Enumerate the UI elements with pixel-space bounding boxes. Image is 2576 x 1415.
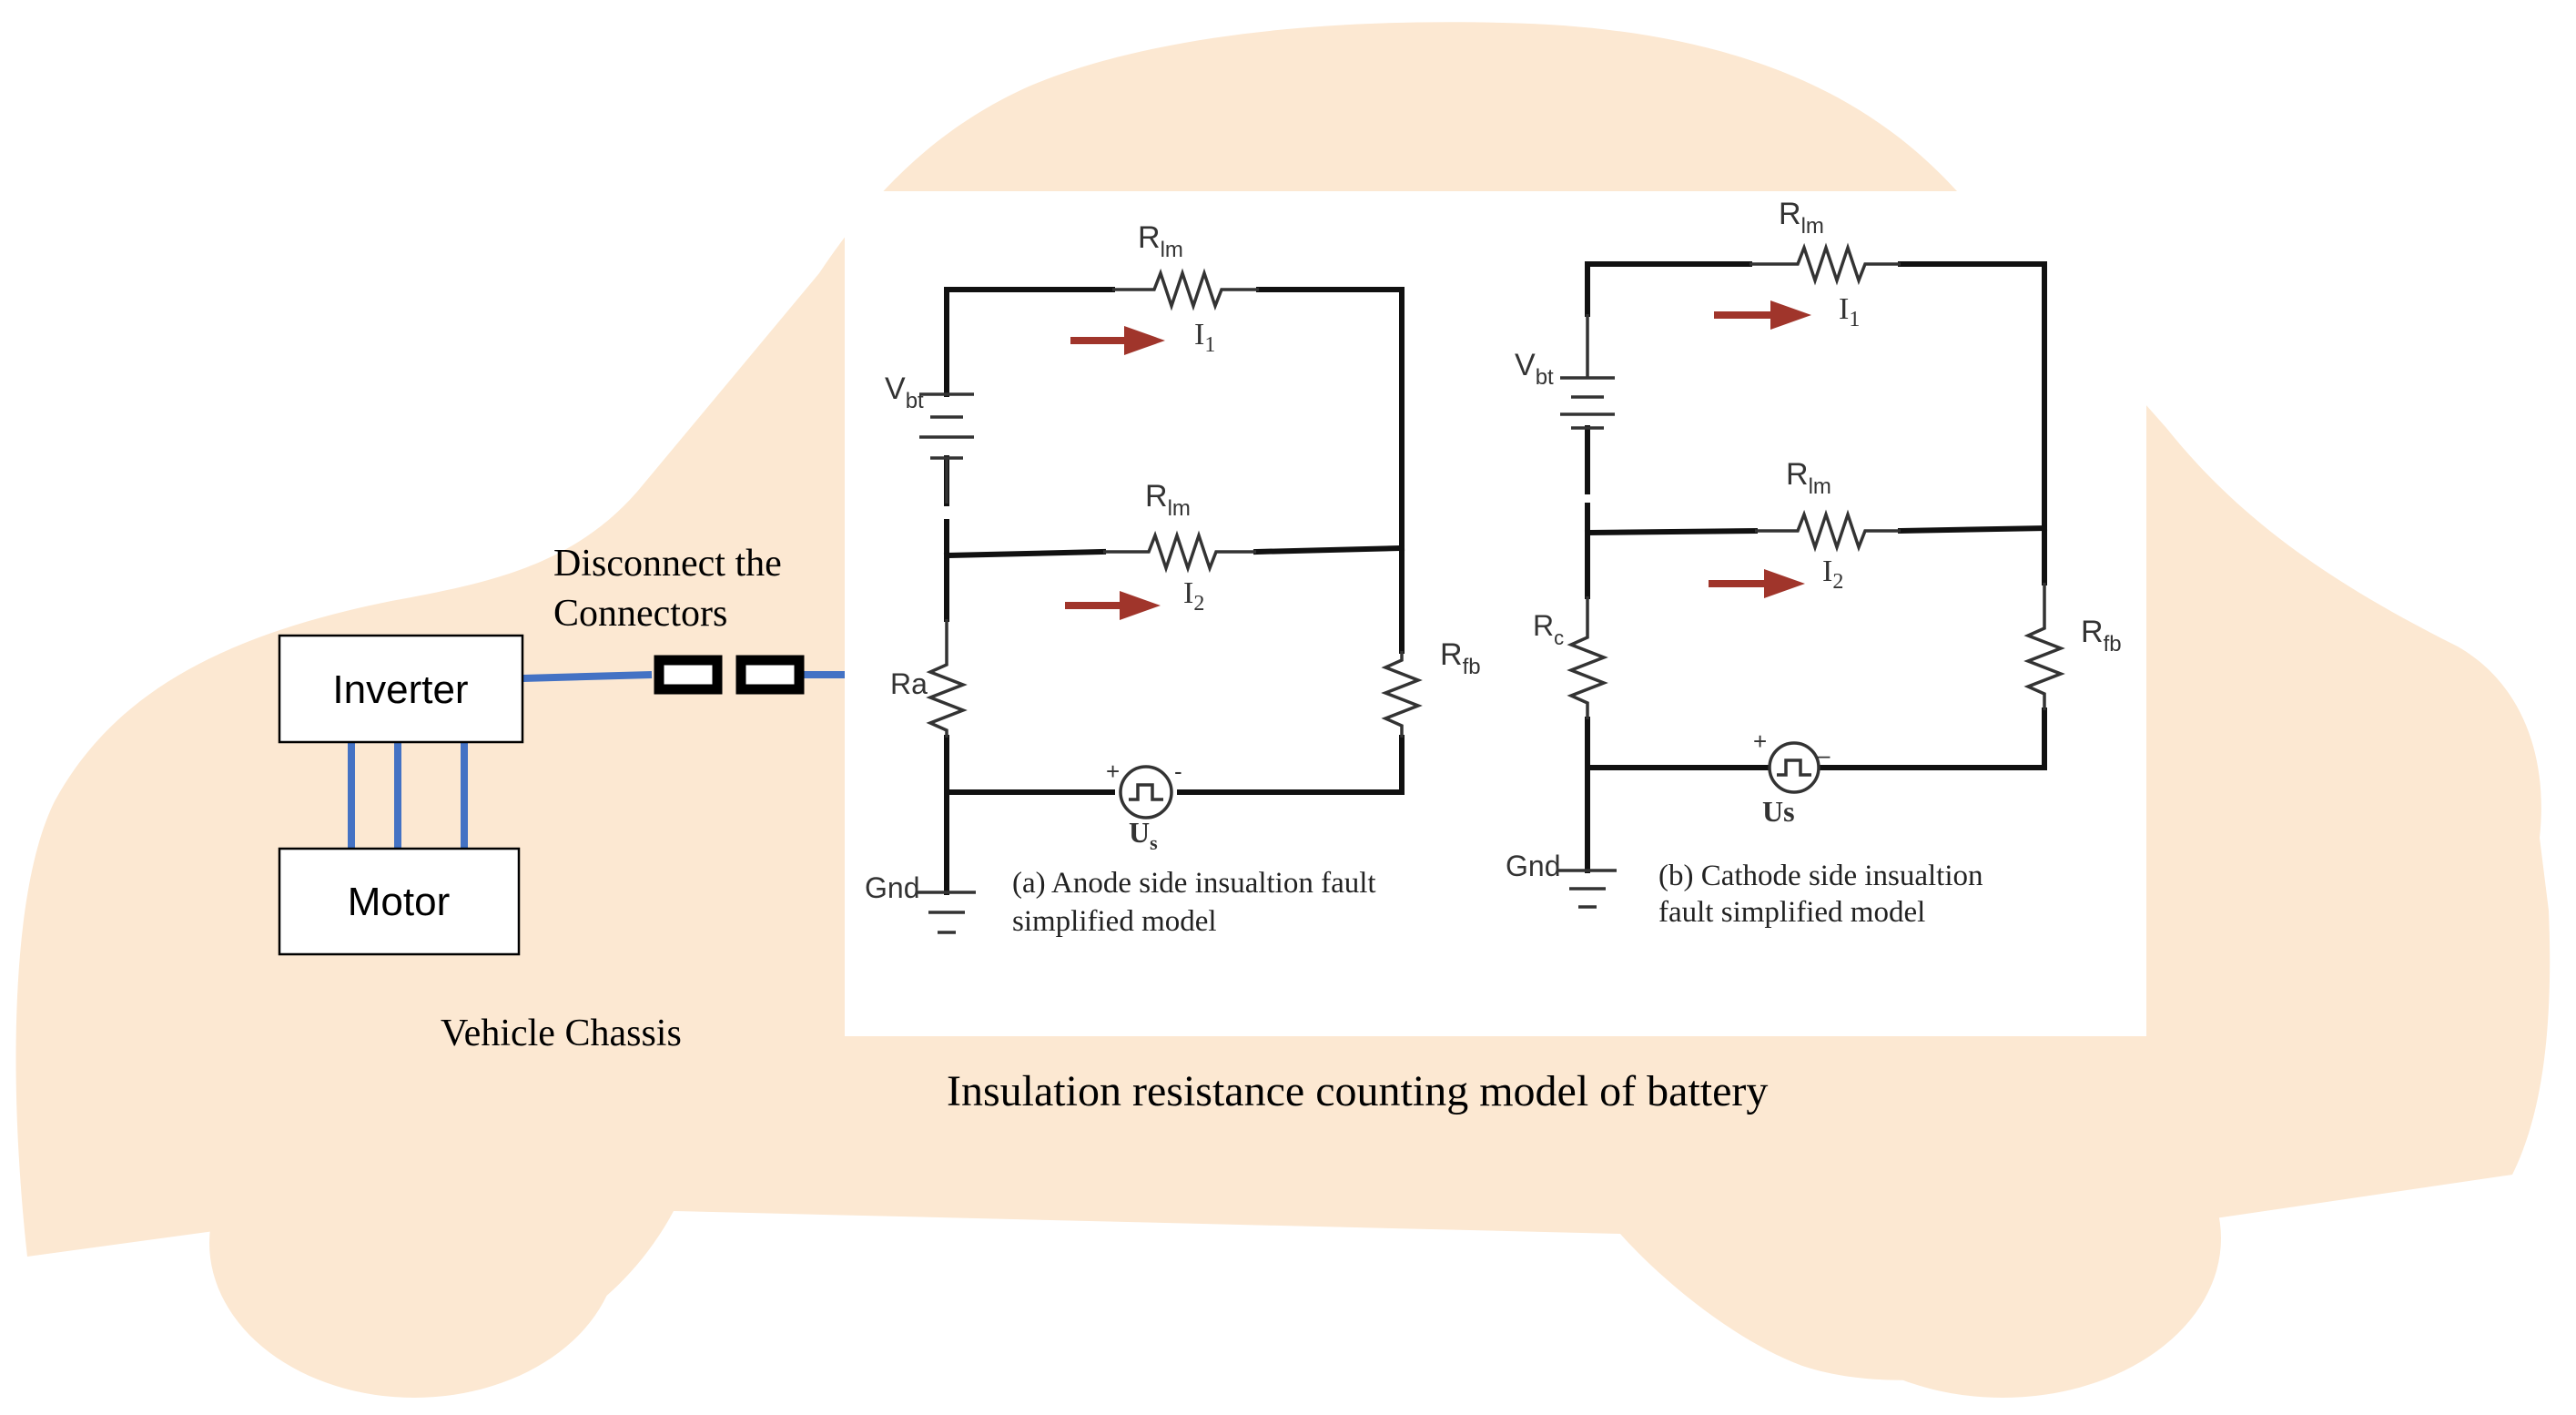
caption-a-line1: (a) Anode side insualtion fault [1012, 867, 1376, 900]
label-a-r-top: Rlm [1138, 220, 1183, 262]
label-a-r-mid: Rlm [1145, 479, 1191, 521]
label-b-rfb: Rfb [2081, 615, 2122, 657]
resistor-b-mid [1755, 509, 1901, 553]
current-arrow-a-i2 [1065, 591, 1161, 620]
current-arrow-b-i2 [1709, 569, 1805, 598]
label-b-minus: – [1817, 741, 1831, 769]
label-b-us: Us [1762, 795, 1795, 828]
label-a-i1: I1 [1194, 318, 1215, 357]
wire-b-bottom-right [1818, 708, 2047, 770]
pulse-source-b [1768, 741, 1820, 794]
circuit-a: Rlm I1 Rlm I2 Vbt Ra Rfb Us + - Gnd (a) … [865, 220, 1481, 938]
vehicle-chassis-label: Vehicle Chassis [441, 1013, 682, 1054]
wire-a-top-left [944, 287, 1115, 397]
wire-b-mid-left [1584, 527, 1759, 536]
current-arrow-a-i1 [1070, 326, 1165, 355]
connector-left [654, 655, 723, 695]
wire-b-top-right [1898, 261, 2047, 585]
circuit-panel [845, 191, 2146, 1036]
caption-a-line2: simplified model [1012, 905, 1217, 938]
connector-right [735, 655, 805, 695]
label-a-gnd: Gnd [865, 871, 919, 904]
wire-b-mid-right [1897, 524, 2048, 534]
resistor-a-mid [1103, 530, 1256, 574]
disconnect-label-line2: Connectors [553, 593, 727, 635]
figure-caption: Insulation resistance counting model of … [947, 1067, 1768, 1115]
wire-b-top-left [1585, 261, 1752, 317]
label-a-rfb: Rfb [1440, 637, 1481, 679]
circuit-b: Rlm I1 Rlm I2 Vbt Rc Rfb Us + – Gnd (b) … [1506, 197, 2122, 929]
ground-symbol-a [918, 891, 976, 934]
label-a-minus: - [1174, 758, 1182, 785]
resistor-a-ra [926, 619, 968, 738]
resistor-b-top [1749, 242, 1901, 286]
wire-a-mid-right [1253, 545, 1405, 555]
wire-a-bottom-right [1177, 735, 1405, 795]
label-a-us: Us [1129, 816, 1158, 854]
wire-a-mid-left [943, 548, 1107, 559]
label-b-r-top: Rlm [1779, 197, 1824, 239]
powertrain-block: Inverter Motor Disconnect the Connectors… [278, 543, 845, 1054]
resistor-b-rfb [2023, 583, 2065, 710]
label-a-ra: Ra [890, 667, 928, 700]
car-rear-wheel-arch [209, 1088, 619, 1398]
inverter-box [278, 634, 524, 744]
current-arrow-b-i1 [1714, 300, 1811, 330]
pulse-source-a [1119, 765, 1173, 819]
motor-box [278, 847, 521, 956]
resistor-b-rc [1567, 596, 1608, 719]
label-b-plus: + [1753, 728, 1767, 755]
label-b-gnd: Gnd [1506, 850, 1560, 882]
resistor-a-top [1112, 268, 1259, 311]
wire-a-top-right [1256, 287, 1405, 604]
caption-b-line1: (b) Cathode side insualtion [1658, 860, 1983, 892]
caption-b-line2: fault simplified model [1658, 896, 1925, 929]
battery-b [1560, 314, 1615, 430]
ground-symbol-b [1558, 869, 1617, 909]
hv-line-inverter [522, 671, 653, 682]
label-b-r-mid: Rlm [1786, 457, 1831, 499]
battery-a [919, 392, 974, 504]
label-b-battery: Vbt [1515, 348, 1554, 390]
label-b-i1: I1 [1839, 292, 1860, 331]
label-a-battery: Vbt [885, 372, 924, 413]
label-b-i2: I2 [1822, 555, 1843, 594]
inverter-label: Inverter [332, 667, 468, 712]
disconnect-label-line1: Disconnect the [553, 543, 782, 585]
car-front-wheel-arch [1784, 1079, 2221, 1398]
label-a-i2: I2 [1183, 576, 1204, 616]
label-a-plus: + [1106, 758, 1120, 785]
resistor-a-rfb [1381, 651, 1423, 738]
motor-label: Motor [348, 880, 450, 924]
label-b-rc: Rc [1533, 609, 1564, 649]
